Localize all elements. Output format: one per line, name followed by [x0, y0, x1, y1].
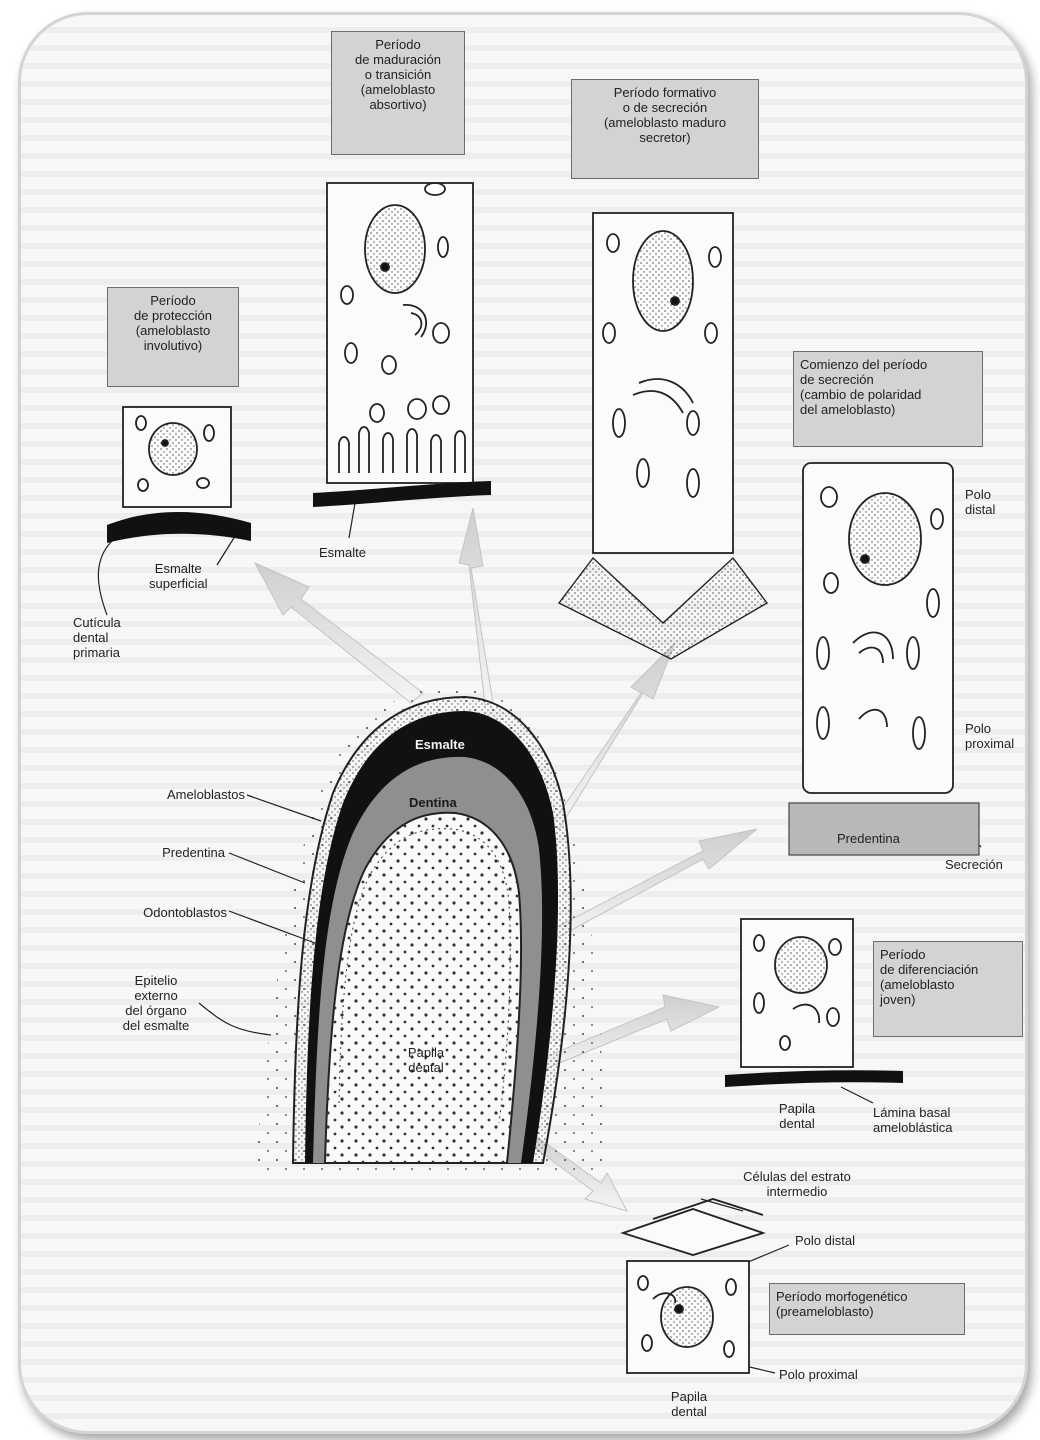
box-line: absortivo): [338, 97, 458, 112]
nucleus-icon: [162, 440, 168, 446]
label-line: Lámina basal: [873, 1105, 953, 1120]
cell-icon: [741, 919, 853, 1067]
label-line: proximal: [965, 736, 1014, 751]
label-line: Papila: [767, 1101, 827, 1116]
label-line: ameloblástica: [873, 1120, 953, 1135]
label-tooth-esmalte: Esmalte: [415, 737, 465, 752]
label-line: Papila: [401, 1045, 451, 1060]
label-esmalte-cell: Esmalte: [319, 545, 366, 560]
box-line: joven): [880, 992, 1016, 1007]
label-line: externo: [105, 988, 207, 1003]
label-secrecion: Secreción: [945, 857, 1003, 872]
box-line: (ameloblasto: [338, 82, 458, 97]
label-line: Papila: [661, 1389, 717, 1404]
box-line: (cambio de polaridad: [800, 387, 976, 402]
box-periodo-proteccion: Período de protección (ameloblasto invol…: [107, 287, 239, 387]
label-line: Células del estrato: [727, 1169, 867, 1184]
label-polo-distal-bottom: Polo distal: [795, 1233, 855, 1248]
nucleus-icon: [671, 297, 679, 305]
label-celulas-estrato: Células del estrato intermedio: [727, 1169, 867, 1199]
label-line: superficial: [149, 576, 208, 591]
label-line: distal: [965, 502, 995, 517]
label-polo-proximal-bottom: Polo proximal: [779, 1367, 858, 1382]
box-line: o de secreción: [578, 100, 752, 115]
label-polo-proximal-right: Polo proximal: [965, 721, 1014, 751]
label-cuticula: Cutícula dental primaria: [73, 615, 121, 660]
nucleus-icon: [861, 555, 869, 563]
nucleus-icon: [675, 1305, 683, 1313]
box-line: de maduración: [338, 52, 458, 67]
label-line: dental: [73, 630, 121, 645]
box-line: (ameloblasto: [880, 977, 1016, 992]
box-line: Período: [114, 293, 232, 308]
predentina-band: [789, 803, 979, 855]
label-papila-right: Papila dental: [767, 1101, 827, 1131]
box-line: del ameloblasto): [800, 402, 976, 417]
cell-icon: [327, 183, 473, 483]
box-line: o transición: [338, 67, 458, 82]
cell-icon: [623, 1199, 763, 1373]
label-line: Epitelio: [105, 973, 207, 988]
box-line: (ameloblasto: [114, 323, 232, 338]
box-line: de protección: [114, 308, 232, 323]
label-line: del esmalte: [105, 1018, 207, 1033]
figure-frame: Período de maduración o transición (amel…: [18, 12, 1028, 1434]
label-polo-distal-right: Polo distal: [965, 487, 995, 517]
label-predentina-right: Predentina: [837, 831, 900, 846]
label-tooth-dentina: Dentina: [409, 795, 457, 810]
label-line: intermedio: [727, 1184, 867, 1199]
box-comienzo-secrecion: Comienzo del período de secreción (cambi…: [793, 351, 983, 447]
box-line: Período morfogenético: [776, 1289, 958, 1304]
label-line: Esmalte: [149, 561, 208, 576]
label-line: Polo: [965, 721, 1014, 736]
nucleus-icon: [381, 263, 389, 271]
label-lamina-basal: Lámina basal ameloblástica: [873, 1105, 953, 1135]
box-periodo-morfogenetico: Período morfogenético (preameloblasto): [769, 1283, 965, 1335]
label-papila-bottom: Papila dental: [661, 1389, 717, 1419]
label-epitelio: Epitelio externo del órgano del esmalte: [105, 973, 207, 1033]
box-line: de diferenciación: [880, 962, 1016, 977]
box-periodo-diferenciacion: Período de diferenciación (ameloblasto j…: [873, 941, 1023, 1037]
label-papila-center: Papila dental: [401, 1045, 451, 1075]
label-odontoblastos: Odontoblastos: [103, 905, 227, 920]
cell-icon: [593, 213, 733, 553]
label-line: dental: [767, 1116, 827, 1131]
box-line: Comienzo del período: [800, 357, 976, 372]
box-line: de secreción: [800, 372, 976, 387]
cell-icon: [803, 463, 953, 793]
box-line: Período: [880, 947, 1016, 962]
box-periodo-formativo: Período formativo o de secreción (amelob…: [571, 79, 759, 179]
label-predentina-left: Predentina: [121, 845, 225, 860]
cell-icon: [123, 407, 231, 507]
label-esmalte-superficial: Esmalte superficial: [149, 561, 208, 591]
box-line: secretor): [578, 130, 752, 145]
label-line: dental: [401, 1060, 451, 1075]
box-line: (preameloblasto): [776, 1304, 958, 1319]
label-line: Cutícula: [73, 615, 121, 630]
label-ameloblastos: Ameloblastos: [125, 787, 245, 802]
box-periodo-maduracion: Período de maduración o transición (amel…: [331, 31, 465, 155]
tooth-icon: [255, 685, 605, 1173]
diagram-drawing: [21, 15, 1025, 1431]
box-line: Período formativo: [578, 85, 752, 100]
label-line: Polo: [965, 487, 995, 502]
label-line: dental: [661, 1404, 717, 1419]
label-line: primaria: [73, 645, 121, 660]
label-line: del órgano: [105, 1003, 207, 1018]
box-line: involutivo): [114, 338, 232, 353]
box-line: (ameloblasto maduro: [578, 115, 752, 130]
box-line: Período: [338, 37, 458, 52]
